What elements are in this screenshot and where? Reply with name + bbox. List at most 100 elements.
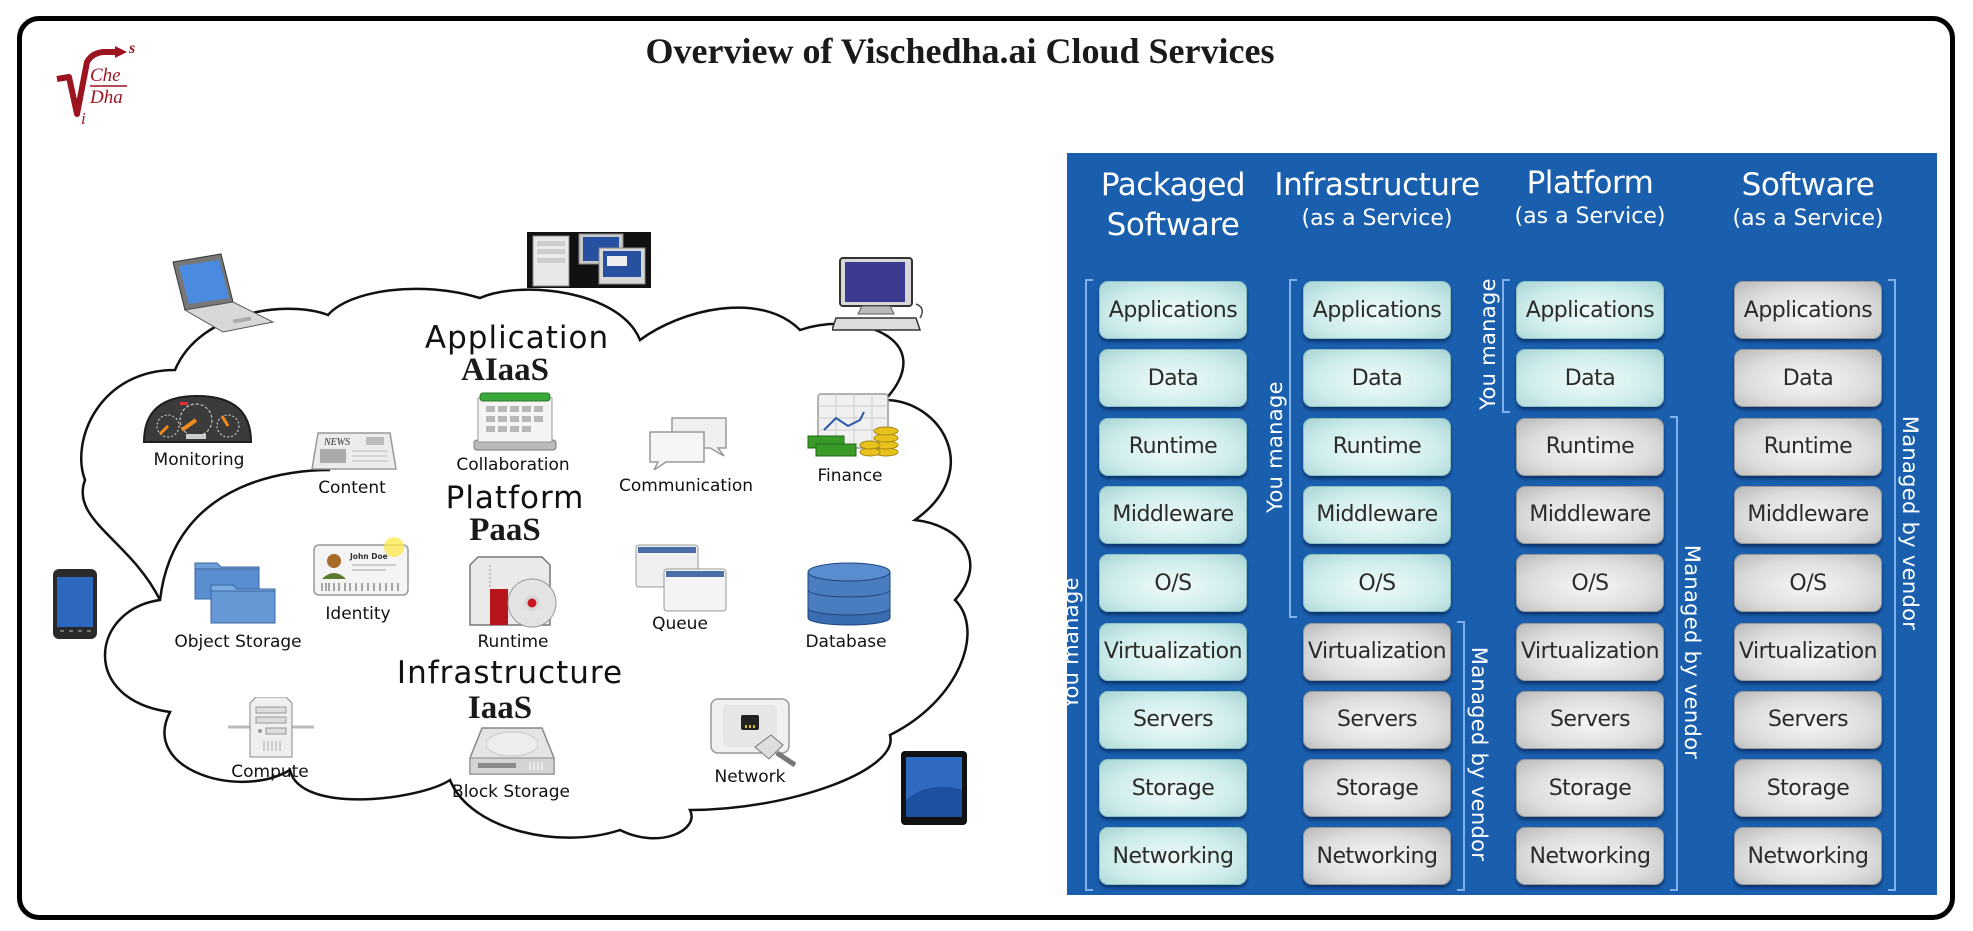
tier-application-label: Application [424, 320, 610, 356]
logo-arrow-head [115, 46, 127, 58]
service-finance-label: Finance [817, 466, 883, 486]
tier-platform-label: Platform [445, 480, 585, 516]
layer-box-o-s: O/S [1303, 554, 1451, 613]
service-database-label: Database [805, 632, 887, 652]
layer-box-applications: Applications [1099, 281, 1247, 339]
server-tower-icon [228, 697, 314, 758]
server-and-monitors-icon [527, 232, 651, 288]
layer-box-servers: Servers [1516, 690, 1664, 749]
layer-box-networking: Networking [1303, 827, 1451, 886]
database-cylinder-icon [807, 562, 891, 626]
service-block-storage-label: Block Storage [452, 782, 570, 802]
layer-box-servers: Servers [1734, 690, 1882, 749]
managed-by-vendor-label: Managed by vendor [1680, 544, 1704, 759]
layer-box-storage: Storage [1099, 759, 1247, 818]
layer-box-networking: Networking [1099, 827, 1247, 886]
column-title: Infrastructure [1274, 167, 1480, 203]
vendor-managed-bracket [1457, 620, 1465, 892]
column-title: Platform [1526, 165, 1654, 201]
layer-box-runtime: Runtime [1516, 417, 1664, 476]
service-content-label: Content [318, 478, 386, 498]
layer-box-applications: Applications [1734, 281, 1882, 339]
service-monitoring-label: Monitoring [153, 450, 245, 470]
cloud-services-diagram: Application AIaaS Platform PaaS Infrastr… [53, 232, 972, 840]
layer-box-data: Data [1099, 349, 1247, 408]
tier-infrastructure-label: Infrastructure [396, 655, 624, 691]
layer-box-middleware: Middleware [1516, 485, 1664, 544]
layer-box-runtime: Runtime [1303, 417, 1451, 476]
service-communication-label: Communication [619, 476, 753, 496]
ethernet-port-icon [710, 698, 797, 767]
outer-frame [17, 16, 1955, 920]
layer-box-middleware: Middleware [1303, 485, 1451, 544]
tier-application-abbr: AIaaS [460, 352, 550, 388]
tier-platform-abbr: PaaS [469, 512, 541, 548]
desktop-computer-icon [832, 257, 923, 331]
laptop-icon [172, 253, 275, 333]
layer-box-applications: Applications [1303, 281, 1451, 339]
tablet-icon [901, 751, 967, 825]
dashboard-gauge-icon [142, 394, 253, 443]
layer-box-runtime: Runtime [1734, 417, 1882, 476]
logo-bottom-letter: i [81, 109, 86, 128]
column-subtitle: (as a Service) [1514, 204, 1666, 229]
managed-by-vendor-label: Managed by vendor [1898, 415, 1922, 631]
logo-radical-mark [56, 49, 117, 117]
column-title-line2: Software [1106, 207, 1240, 243]
layer-box-storage: Storage [1516, 759, 1664, 818]
layer-box-runtime: Runtime [1099, 417, 1247, 476]
column-title: Packaged [1100, 167, 1246, 203]
layer-box-applications: Applications [1516, 281, 1664, 339]
layer-box-storage: Storage [1303, 759, 1451, 818]
calendar-icon [473, 392, 557, 451]
layer-box-data: Data [1734, 349, 1882, 408]
layer-box-virtualization: Virtualization [1099, 622, 1247, 681]
logo-top-letter: s [128, 44, 135, 57]
service-network-label: Network [714, 767, 786, 787]
newspaper-icon: NEWS [311, 432, 397, 470]
you-manage-label: You manage [1263, 380, 1287, 513]
layer-box-servers: Servers [1099, 690, 1247, 749]
column-header-infrastructure: Infrastructure (as a Service) [1274, 165, 1480, 233]
vendor-managed-bracket [1888, 279, 1896, 892]
column-header-software: Software (as a Service) [1733, 165, 1884, 233]
folders-icon [194, 562, 276, 624]
layer-box-storage: Storage [1734, 759, 1882, 818]
svg-text:NEWS: NEWS [323, 437, 350, 448]
column-subtitle: (as a Service) [1732, 206, 1884, 231]
tier-infrastructure-abbr: IaaS [467, 690, 533, 726]
column-header-platform: Platform (as a Service) [1515, 163, 1666, 231]
layer-box-networking: Networking [1516, 827, 1664, 886]
column-subtitle: (as a Service) [1301, 206, 1453, 231]
page-title: Overview of Vischedha.ai Cloud Services [645, 31, 1275, 71]
hard-drive-icon [469, 727, 555, 775]
layer-box-middleware: Middleware [1099, 485, 1247, 544]
service-collaboration-label: Collaboration [456, 455, 570, 475]
layer-box-virtualization: Virtualization [1303, 622, 1451, 681]
layer-box-data: Data [1303, 349, 1451, 408]
layer-box-virtualization: Virtualization [1734, 622, 1882, 681]
service-object-storage-label: Object Storage [174, 632, 302, 652]
stacked-windows-icon [635, 544, 727, 612]
you-manage-bracket [1502, 279, 1510, 414]
you-manage-bracket [1085, 279, 1093, 892]
you-manage-label: You manage [1476, 278, 1500, 410]
vischedha-logo: s Che Dha i [56, 44, 135, 128]
logo-line2: Dha [89, 87, 123, 108]
managed-by-vendor-label: Managed by vendor [1467, 646, 1491, 862]
svg-text:John Doe: John Doe [349, 552, 388, 561]
layer-box-networking: Networking [1734, 827, 1882, 886]
vendor-managed-bracket [1670, 415, 1678, 892]
id-card-icon: John Doe [313, 537, 409, 596]
service-compute-label: Compute [231, 762, 309, 782]
smartphone-icon [53, 569, 97, 639]
service-identity-label: Identity [325, 604, 391, 624]
logo-line1: Che [90, 65, 121, 86]
finance-chart-money-icon [807, 393, 899, 457]
layer-box-virtualization: Virtualization [1516, 622, 1664, 681]
layer-box-middleware: Middleware [1734, 485, 1882, 544]
service-runtime-label: Runtime [477, 632, 549, 652]
column-title: Software [1741, 167, 1875, 203]
layer-box-data: Data [1516, 349, 1664, 408]
